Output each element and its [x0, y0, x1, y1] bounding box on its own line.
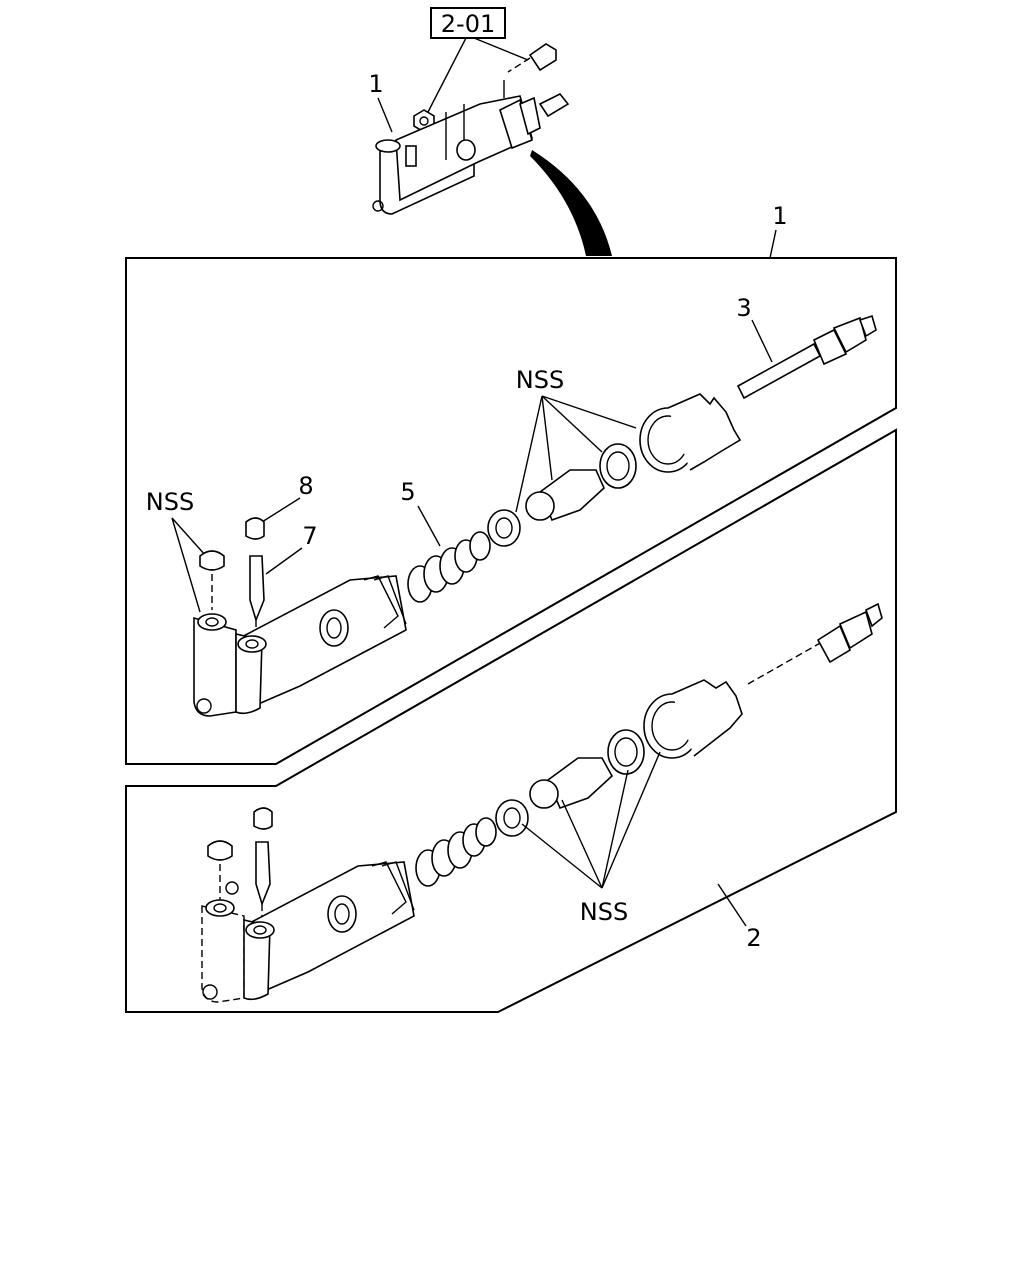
panel-1: 1 3 5 NSS: [125, 202, 897, 765]
panel-1-number: 1: [772, 202, 787, 230]
piston-2: [547, 757, 614, 810]
nss-panel2: NSS: [580, 898, 628, 926]
seal-ring-1: [599, 443, 637, 489]
nss-panel1-left: NSS: [146, 488, 194, 516]
nss-panel1-center: NSS: [516, 366, 564, 394]
bleeder-cap-2: [253, 807, 273, 830]
seal-ring-2: [487, 509, 521, 547]
cylinder-body-2: [201, 861, 415, 1003]
panel-2: 2 NSS: [125, 428, 897, 1013]
detail-arrow: [530, 150, 612, 256]
bleeder-screw-2: [255, 841, 271, 907]
dust-boot: [639, 393, 742, 473]
top-assembly: 2-01 1: [368, 7, 570, 215]
return-spring: [407, 531, 491, 603]
bleeder-cap: [245, 517, 265, 540]
push-rod: [736, 342, 822, 400]
piston: [539, 469, 605, 522]
plug-cap-2: [207, 840, 233, 861]
panel-2-frame: [125, 428, 897, 1013]
seal-ring-3: [607, 729, 645, 775]
plug-cap: [199, 550, 225, 571]
bleeder-screw: [249, 555, 265, 623]
return-spring-2: [415, 817, 497, 887]
push-rod-2: [816, 624, 852, 664]
panel-1-frame: [125, 257, 897, 765]
panel-2-number: 2: [746, 924, 761, 952]
top-item-1-label: 1: [368, 70, 383, 98]
ref-box: [430, 7, 506, 39]
item-7-label: 7: [302, 522, 317, 550]
seal-ring-4: [495, 799, 529, 837]
item-3-label: 3: [736, 294, 751, 322]
ref-box-label: 2-01: [441, 10, 495, 38]
cylinder-body: [193, 575, 407, 717]
item-8-label: 8: [298, 472, 313, 500]
item-5-label: 5: [400, 478, 415, 506]
dust-boot-2: [643, 679, 743, 759]
